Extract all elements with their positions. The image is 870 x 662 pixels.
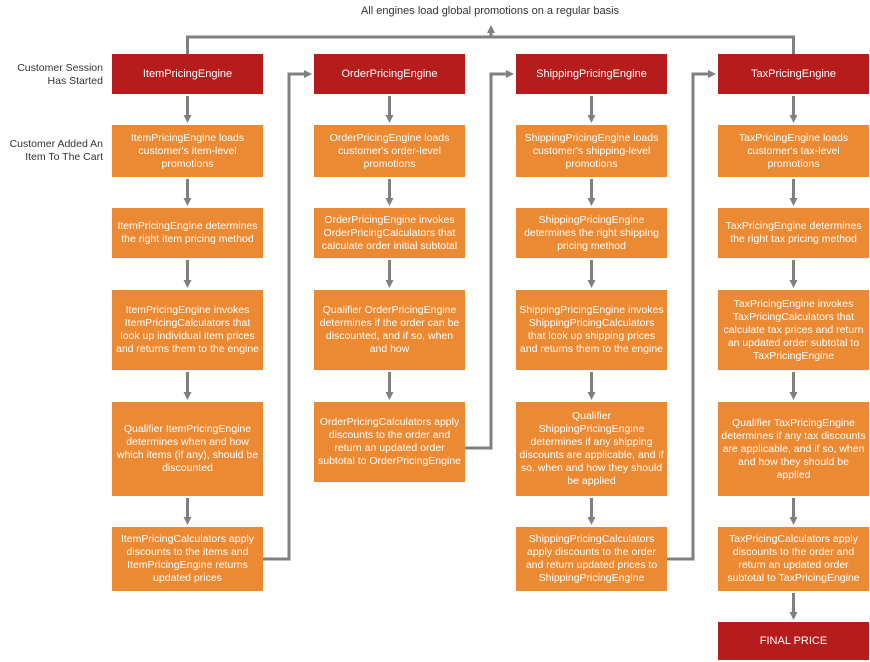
step-box: OrderPricingEngine invokes OrderPricingC… [314, 208, 465, 258]
engine-header-2: ShippingPricingEngine [516, 54, 667, 94]
step-box: TaxPricingEngine loads customer's tax-le… [718, 125, 869, 177]
engine-header-3: TaxPricingEngine [718, 54, 869, 94]
step-box: ItemPricingEngine determines the right i… [112, 208, 263, 258]
global-promotions-caption: All engines load global promotions on a … [360, 5, 620, 17]
step-box: Qualifier TaxPricingEngine determines if… [718, 402, 869, 496]
step-box: TaxPricingEngine determines the right ta… [718, 208, 869, 258]
step-box: ItemPricingEngine loads customer's item-… [112, 125, 263, 177]
step-box: TaxPricingCalculators apply discounts to… [718, 527, 869, 591]
step-box: ShippingPricingEngine determines the rig… [516, 208, 667, 258]
global-promotions-bracket [186, 35, 795, 54]
column-link-arrow [263, 70, 312, 561]
final-price-box: FINAL PRICE [718, 622, 869, 660]
step-box: ShippingPricingEngine loads customer's s… [516, 125, 667, 177]
item-added-label: Customer Added An Item To The Cart [9, 138, 103, 163]
column-link-arrow [465, 70, 514, 450]
step-box: Qualifier ItemPricingEngine determines w… [112, 402, 263, 496]
engine-header-0: ItemPricingEngine [112, 54, 263, 94]
step-box: ItemPricingEngine invokes ItemPricingCal… [112, 290, 263, 370]
step-box: Qualifier OrderPricingEngine determines … [314, 290, 465, 370]
engine-header-1: OrderPricingEngine [314, 54, 465, 94]
step-box: ShippingPricingEngine invokes ShippingPr… [516, 290, 667, 370]
step-box: Qualifier ShippingPricingEngine determin… [516, 402, 667, 496]
column-link-arrow [667, 70, 716, 561]
step-box: TaxPricingEngine invokes TaxPricingCalcu… [718, 290, 869, 370]
step-box: ShippingPricingCalculators apply discoun… [516, 527, 667, 591]
step-box: ItemPricingCalculators apply discounts t… [112, 527, 263, 591]
step-box: OrderPricingCalculators apply discounts … [314, 402, 465, 482]
step-box: OrderPricingEngine loads customer's orde… [314, 125, 465, 177]
session-started-label: Customer Session Has Started [17, 62, 103, 87]
